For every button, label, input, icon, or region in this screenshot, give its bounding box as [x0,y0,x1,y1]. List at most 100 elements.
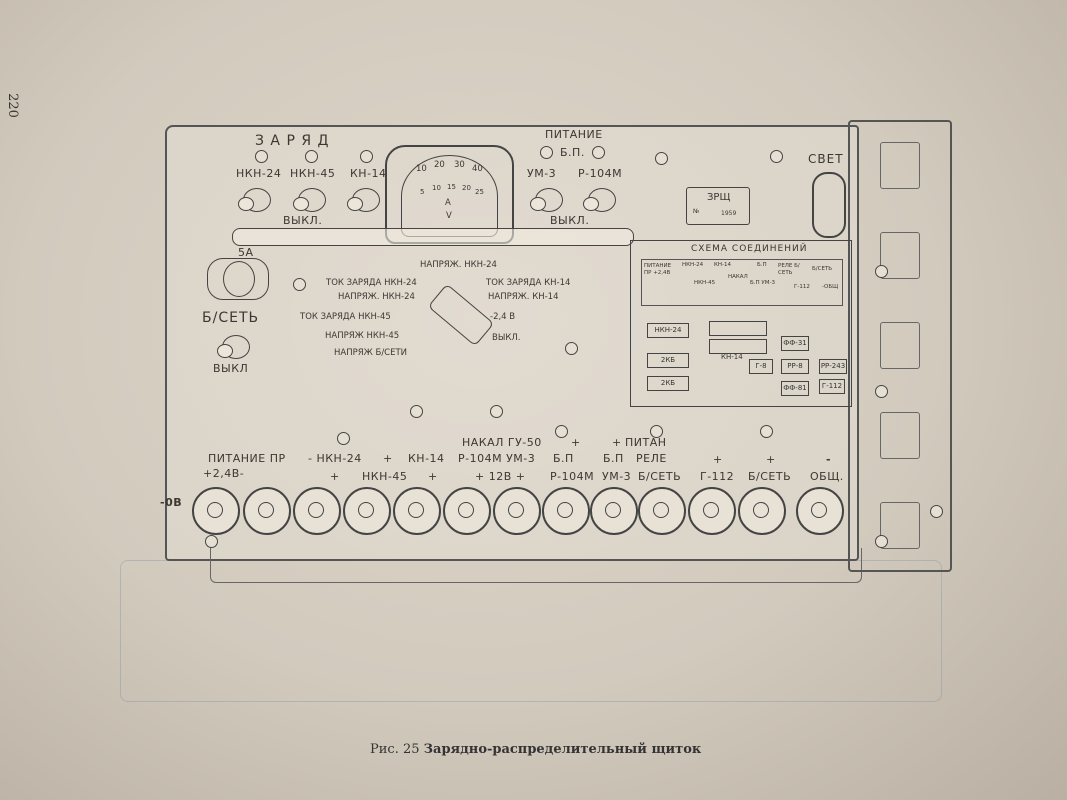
mains-label: Б/СЕТЬ [202,310,260,326]
terminal-label: - НКН-24 [308,452,362,465]
scale-tick: 5 [420,188,425,196]
switch-label: УМ-3 [527,167,557,180]
terminal-post[interactable] [638,487,686,535]
terminal-label: НАКАЛ ГУ-50 [462,436,542,449]
terminal-post[interactable] [343,487,391,535]
diagram-block: ФФ-31 [781,336,809,351]
screw-icon [337,432,350,445]
toggle-switch-r104m[interactable] [583,188,616,212]
diagram-terminal: Б/СЕТЬ [812,266,833,272]
selector-position: ТОК ЗАРЯДА НКН-24 [326,278,417,288]
plate-brand: ЗРЩ [707,192,731,203]
screw-icon [875,385,888,398]
terminal-post[interactable] [393,487,441,535]
toggle-switch-kn14[interactable] [347,188,380,212]
terminal-label: КН-14 [408,452,445,465]
screw-icon [490,405,503,418]
terminal-post[interactable] [542,487,590,535]
diagram-label: КН-14 [721,353,743,361]
screw-icon [565,342,578,355]
terminal-post[interactable] [192,487,240,535]
connection-diagram: СХЕМА СОЕДИНЕНИЙ ПИТАНИЕ ПР +2,4В НКН-24… [630,240,852,407]
toggle-switch-nkn45[interactable] [293,188,326,212]
selector-position: НАПРЯЖ. НКН-24 [338,292,415,302]
panel-base [210,548,862,583]
ground-label: -0В [160,496,183,509]
mains-toggle-switch[interactable] [217,335,250,359]
scale-tick: 20 [462,184,471,192]
screw-icon [875,265,888,278]
charge-title: З А Р Я Д [255,133,330,149]
screw-icon [655,152,668,165]
page-number: 220 [4,93,20,118]
selector-position: НАПРЯЖ Б/СЕТИ [334,348,408,358]
toggle-switch-nkn24[interactable] [238,188,271,212]
terminal-post[interactable] [243,487,291,535]
terminal-label: + [330,470,340,483]
screw-icon [770,150,783,163]
terminal-label: Р-104М УМ-3 [458,452,536,465]
diagram-terminal: ПИТАНИЕ ПР +2,4В [644,263,672,276]
unit-label: A [445,198,451,208]
fuse-holder[interactable] [207,258,269,300]
diagram-block [709,339,767,354]
maker-plate: ЗРЩ № 1959 [686,187,750,225]
terminal-label: ПИТАНИЕ ПР [208,452,286,465]
terminal-post[interactable] [293,487,341,535]
terminal-post[interactable] [738,487,786,535]
light-socket[interactable] [812,172,846,238]
diagram-terminal: РЕЛЕ Б/СЕТЬ [778,263,800,276]
terminal-label: - [826,453,832,466]
terminal-post[interactable] [493,487,541,535]
caption-title: Зарядно-распределительный щиток [423,742,702,757]
selector-position: НАПРЯЖ НКН-45 [325,331,400,341]
selector-position: ВЫКЛ. [492,333,521,343]
selector-position: НАПРЯЖ. КН-14 [488,292,559,302]
mains-off-label: ВЫКЛ [213,362,249,375]
toggle-switch-um3[interactable] [530,188,563,212]
terminal-label: Б/СЕТЬ [748,470,792,483]
diagram-block: Г-8 [749,359,773,374]
light-label: СВЕТ [808,152,844,166]
selector-position: -2,4 В [490,312,516,322]
scale-tick: 20 [434,160,445,170]
off-label: ВЫКЛ. [283,214,323,227]
screw-icon [555,425,568,438]
plate-serial: № [693,208,700,215]
diagram-block: НКН-24 [647,323,689,338]
selector-position: ТОК ЗАРЯДА КН-14 [486,278,571,288]
scale-tick: 10 [432,184,441,192]
diagram-terminal: НАКАЛ [728,274,748,280]
screw-icon [293,278,306,291]
switch-label: Р-104М [578,167,623,180]
diagram-terminal: КН-14 [714,262,732,268]
terminal-label: НКН-45 [362,470,408,483]
diagram-title: СХЕМА СОЕДИНЕНИЙ [691,244,808,254]
handle-bar[interactable] [232,228,634,246]
terminal-label: + [612,436,622,449]
terminal-post[interactable] [688,487,736,535]
screw-icon [410,405,423,418]
terminal-post[interactable] [590,487,638,535]
screw-icon [205,535,218,548]
switch-label: НКН-45 [290,167,336,180]
diagram-block: ФФ-81 [781,381,809,396]
unit-label: V [446,211,452,221]
indicator-lamp [540,146,553,159]
terminal-label: + [713,453,723,466]
terminal-label: + 12В + [475,470,526,483]
diagram-block [709,321,767,336]
terminal-post[interactable] [443,487,491,535]
indicator-lamp [592,146,605,159]
diagram-terminal: -ОБЩ [822,284,839,290]
hinge [848,120,952,572]
diagram-terminal: НКН-24 [682,262,704,268]
selector-position: ТОК ЗАРЯДА НКН-45 [300,312,391,322]
diagram-terminal: Г-112 [794,284,810,290]
diagram-block: 2КБ [647,376,689,391]
figure-caption: Рис. 25 Зарядно-распределительный щиток [370,742,701,757]
terminal-label: Б.П [553,452,574,465]
indicator-lamp [360,150,373,163]
terminal-label: +2,4В- [203,467,245,480]
terminal-post[interactable] [796,487,844,535]
